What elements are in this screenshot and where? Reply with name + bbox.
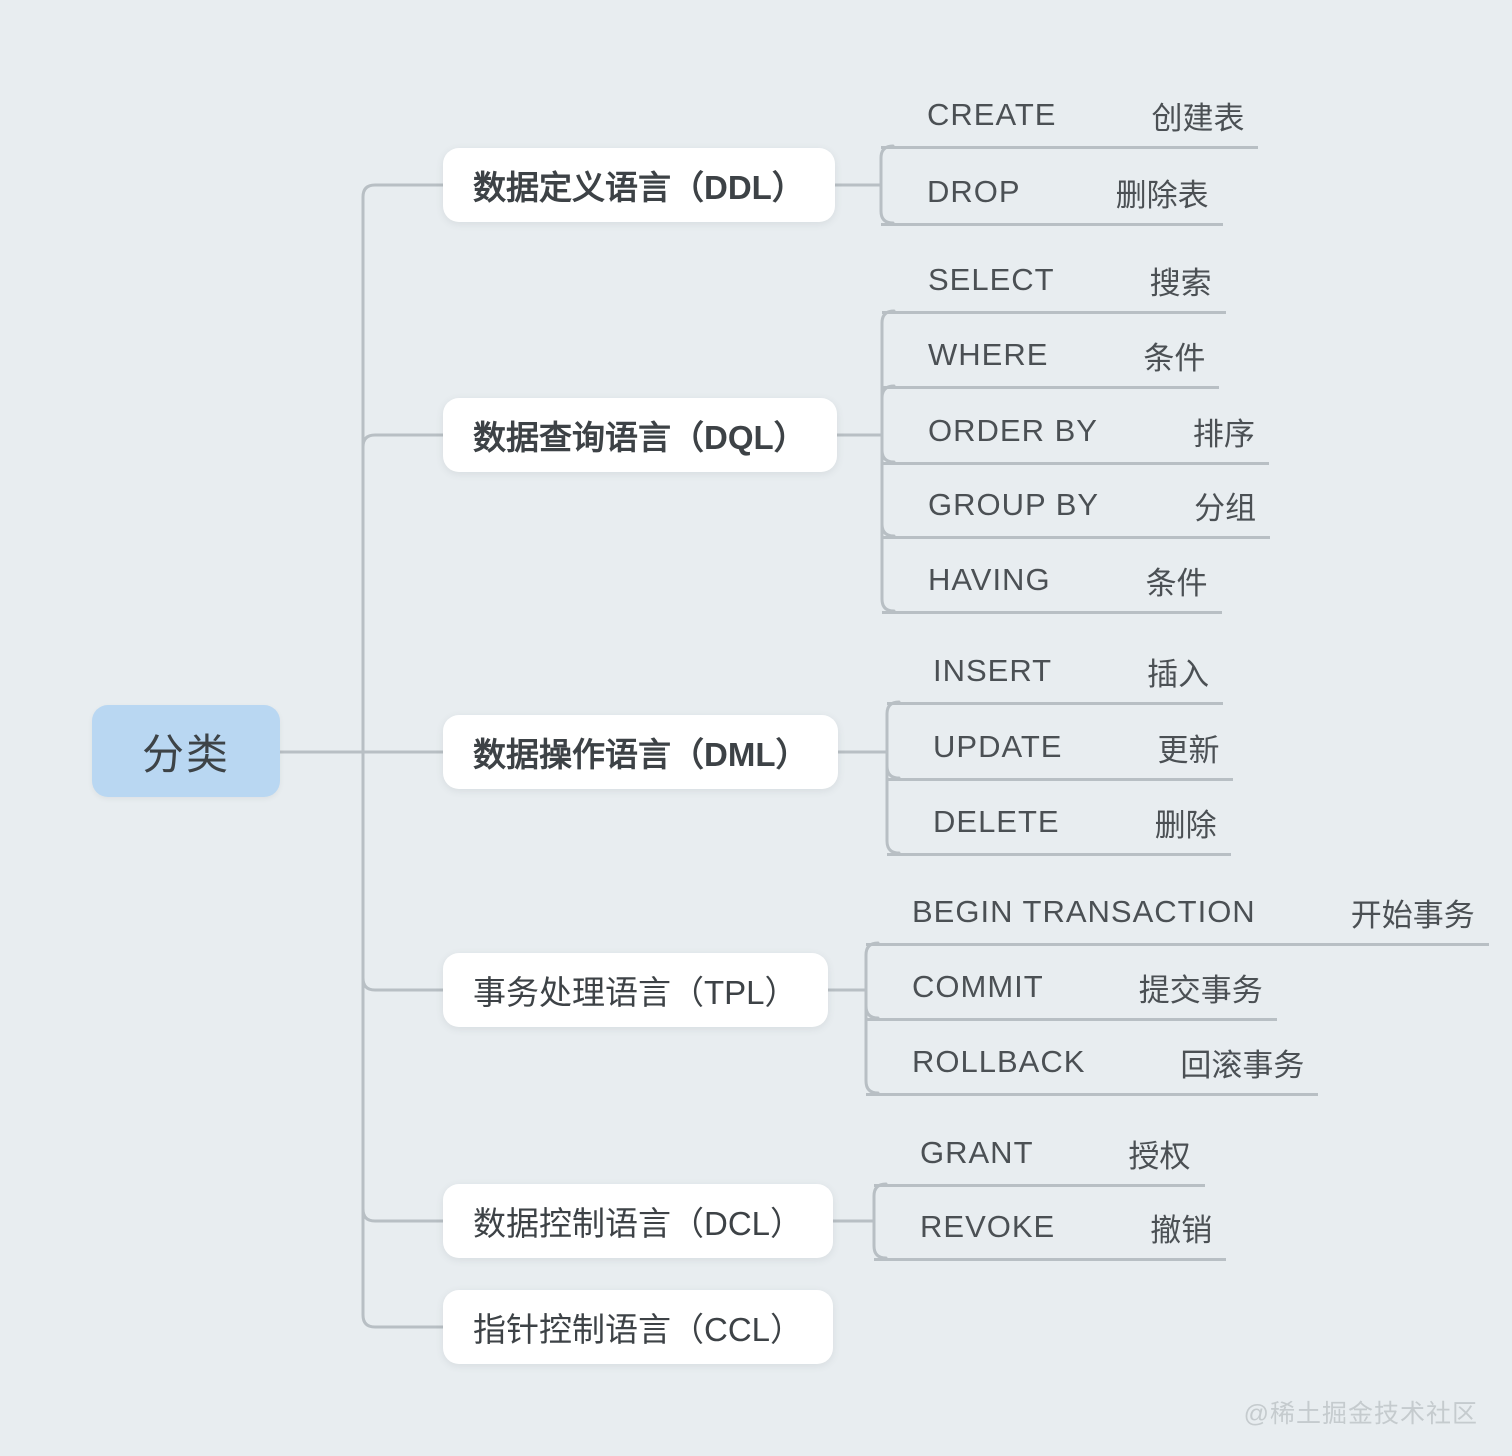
child-meaning: 搜索	[1149, 265, 1212, 301]
child-topic[interactable]: COMMIT 提交事务	[866, 956, 1277, 1021]
branch-topic-label: 数据操作语言（DML）	[473, 736, 809, 773]
child-keyword: SELECT	[928, 262, 1055, 297]
child-topic[interactable]: CREATE 创建表	[881, 84, 1259, 149]
watermark: @稀土掘金技术社区	[1243, 1400, 1478, 1428]
branch-topic[interactable]: 数据查询语言（DQL）	[443, 398, 837, 472]
child-topic[interactable]: WHERE 条件	[882, 324, 1220, 389]
child-topic[interactable]: REVOKE 撤销	[874, 1196, 1227, 1261]
child-keyword: REVOKE	[920, 1209, 1056, 1244]
branch-topic[interactable]: 事务处理语言（TPL）	[443, 953, 828, 1027]
child-meaning: 条件	[1143, 340, 1206, 376]
child-topic[interactable]: ORDER BY 排序	[882, 400, 1269, 465]
branch-topic[interactable]: 指针控制语言（CCL）	[443, 1290, 834, 1364]
child-meaning: 分组	[1194, 490, 1257, 526]
child-keyword: HAVING	[928, 562, 1051, 597]
child-keyword: GROUP BY	[928, 487, 1100, 522]
child-keyword: GRANT	[920, 1135, 1034, 1170]
child-keyword: UPDATE	[933, 729, 1063, 764]
child-keyword: ROLLBACK	[912, 1044, 1086, 1079]
child-topic[interactable]: GRANT 授权	[874, 1122, 1205, 1187]
child-keyword: WHERE	[928, 337, 1049, 372]
child-meaning: 开始事务	[1350, 897, 1475, 933]
child-meaning: 删除表	[1115, 177, 1209, 213]
child-topic[interactable]: DROP 删除表	[881, 161, 1223, 226]
branch-topic-label: 数据控制语言（DCL）	[473, 1205, 804, 1242]
child-meaning: 排序	[1192, 416, 1255, 452]
child-meaning: 回滚事务	[1180, 1047, 1305, 1083]
branch-topic-label: 指针控制语言（CCL）	[473, 1311, 804, 1348]
root-topic[interactable]: 分类	[92, 705, 280, 797]
child-keyword: DELETE	[933, 804, 1060, 839]
branch-topic[interactable]: 数据定义语言（DDL）	[443, 148, 835, 222]
child-topic[interactable]: BEGIN TRANSACTION 开始事务	[866, 881, 1489, 946]
child-topic[interactable]: INSERT 插入	[887, 640, 1224, 705]
child-meaning: 插入	[1147, 656, 1210, 692]
child-topic[interactable]: SELECT 搜索	[882, 249, 1226, 314]
child-meaning: 更新	[1157, 732, 1220, 768]
child-meaning: 条件	[1145, 565, 1208, 601]
child-keyword: INSERT	[933, 653, 1053, 688]
child-topic[interactable]: ROLLBACK 回滚事务	[866, 1031, 1319, 1096]
branch-topic-label: 数据查询语言（DQL）	[473, 419, 807, 456]
branch-topic[interactable]: 数据控制语言（DCL）	[443, 1184, 834, 1258]
child-keyword: COMMIT	[912, 969, 1044, 1004]
child-meaning: 撤销	[1150, 1212, 1213, 1248]
child-keyword: DROP	[927, 174, 1021, 209]
child-meaning: 创建表	[1151, 100, 1245, 136]
child-topic[interactable]: GROUP BY 分组	[882, 474, 1271, 539]
child-keyword: BEGIN TRANSACTION	[912, 894, 1256, 929]
child-keyword: CREATE	[927, 97, 1057, 132]
child-topic[interactable]: DELETE 删除	[887, 791, 1231, 856]
branch-topic-label: 事务处理语言（TPL）	[473, 974, 798, 1011]
root-topic-label: 分类	[141, 730, 230, 778]
child-meaning: 提交事务	[1138, 972, 1263, 1008]
branch-topic-label: 数据定义语言（DDL）	[473, 169, 805, 206]
branch-topic[interactable]: 数据操作语言（DML）	[443, 715, 839, 789]
child-meaning: 授权	[1128, 1138, 1191, 1174]
child-topic[interactable]: HAVING 条件	[882, 549, 1222, 614]
child-keyword: ORDER BY	[928, 413, 1098, 448]
child-meaning: 删除	[1154, 807, 1217, 843]
child-topic[interactable]: UPDATE 更新	[887, 716, 1234, 781]
